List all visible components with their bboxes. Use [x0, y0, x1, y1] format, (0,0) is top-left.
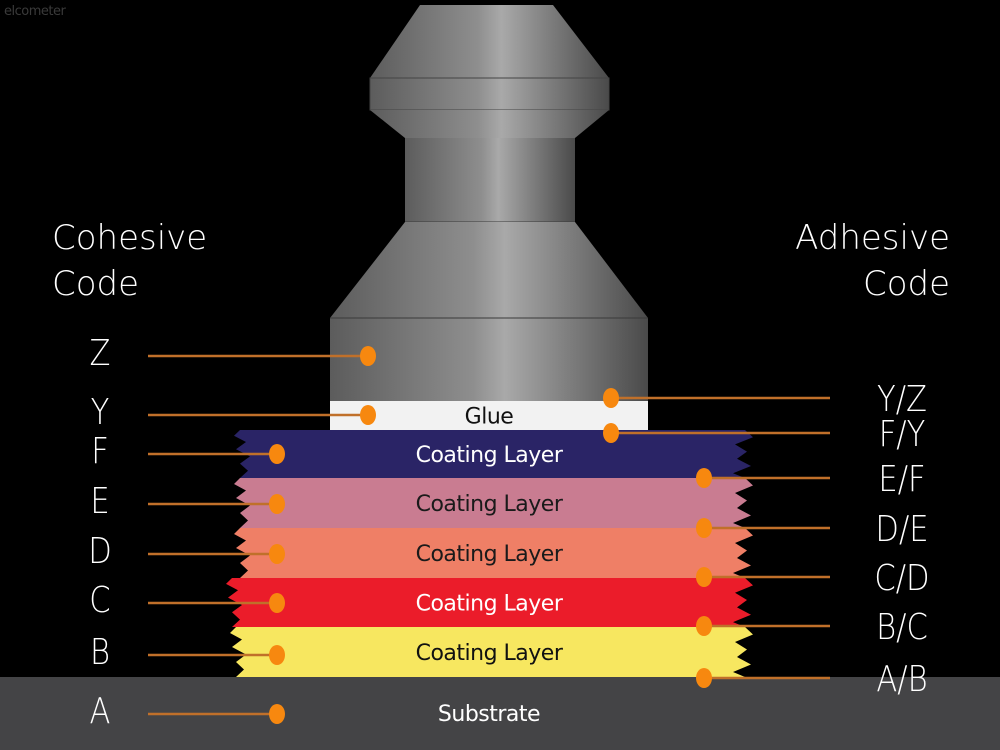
coating-layer-label: Coating Layer: [416, 492, 564, 517]
adhesive-code-d-e: D/E: [875, 509, 929, 550]
adhesive-f-y-marker: [603, 423, 619, 443]
dolly-base-cone: [330, 222, 648, 318]
glue-label: Glue: [465, 405, 514, 430]
cohesive-a-marker: [269, 704, 285, 724]
adhesive-y-z-marker: [603, 388, 619, 408]
coating-layer-label: Coating Layer: [416, 542, 564, 567]
cohesive-z-marker: [360, 346, 376, 366]
coating-layer-3: [234, 528, 753, 578]
coating-layer-label: Coating Layer: [416, 592, 564, 617]
adhesive-a-b-marker: [696, 668, 712, 688]
adhesive-code-e-f: E/F: [878, 459, 926, 500]
coating-layer-label: Coating Layer: [416, 641, 564, 666]
adhesive-c-d-marker: [696, 567, 712, 587]
adhesive-code-b-c: B/C: [876, 607, 928, 648]
adhesive-code-c-d: C/D: [874, 558, 930, 599]
adhesive-heading-line1: Adhesive: [795, 218, 950, 258]
adhesive-e-f-marker: [696, 468, 712, 488]
cohesive-heading-line2: Code: [52, 264, 140, 304]
cohesive-c-marker: [269, 593, 285, 613]
adhesive-code-a-b: A/B: [876, 659, 928, 700]
test-dolly: [330, 5, 648, 401]
glue-layer: [330, 401, 648, 430]
adhesive-heading-line2: Code: [862, 264, 950, 304]
leader-lines: [148, 346, 830, 724]
cohesive-code-y: Y: [90, 392, 110, 433]
cohesive-code-c: C: [89, 580, 111, 621]
cohesive-code-f: F: [91, 431, 109, 472]
coating-layer-1: [234, 430, 753, 478]
coating-layer-4: [226, 578, 753, 627]
cohesive-y-marker: [360, 405, 376, 425]
dolly-top-band: [369, 77, 610, 111]
adhesive-code-heading: Adhesive Code: [795, 215, 950, 307]
cohesive-code-e: E: [90, 481, 110, 522]
adhesive-code-y-z: Y/Z: [877, 379, 927, 420]
cohesive-b-marker: [269, 645, 285, 665]
coating-layer-2: [234, 478, 753, 528]
coating-layer-5: [230, 627, 753, 677]
cohesive-code-heading: Cohesive Code: [52, 215, 207, 307]
cohesive-heading-line1: Cohesive: [52, 218, 208, 258]
coating-layer-label: Coating Layer: [416, 443, 564, 468]
cohesive-e-marker: [269, 494, 285, 514]
dolly-base: [330, 318, 648, 401]
adhesive-code-f-y: F/Y: [878, 414, 926, 455]
elcometer-logo: elcometer: [4, 4, 66, 19]
dolly-top-cone: [370, 5, 609, 78]
cohesive-code-b: B: [89, 632, 111, 673]
adhesive-d-e-marker: [696, 518, 712, 538]
cohesive-code-a: A: [89, 691, 111, 732]
cohesive-f-marker: [269, 444, 285, 464]
cohesive-d-marker: [269, 544, 285, 564]
substrate-label: Substrate: [438, 702, 540, 727]
cohesive-code-z: Z: [89, 333, 111, 374]
adhesive-b-c-marker: [696, 616, 712, 636]
dolly-neck-taper: [370, 110, 609, 138]
dolly-neck: [405, 138, 575, 222]
cohesive-code-d: D: [88, 531, 112, 572]
